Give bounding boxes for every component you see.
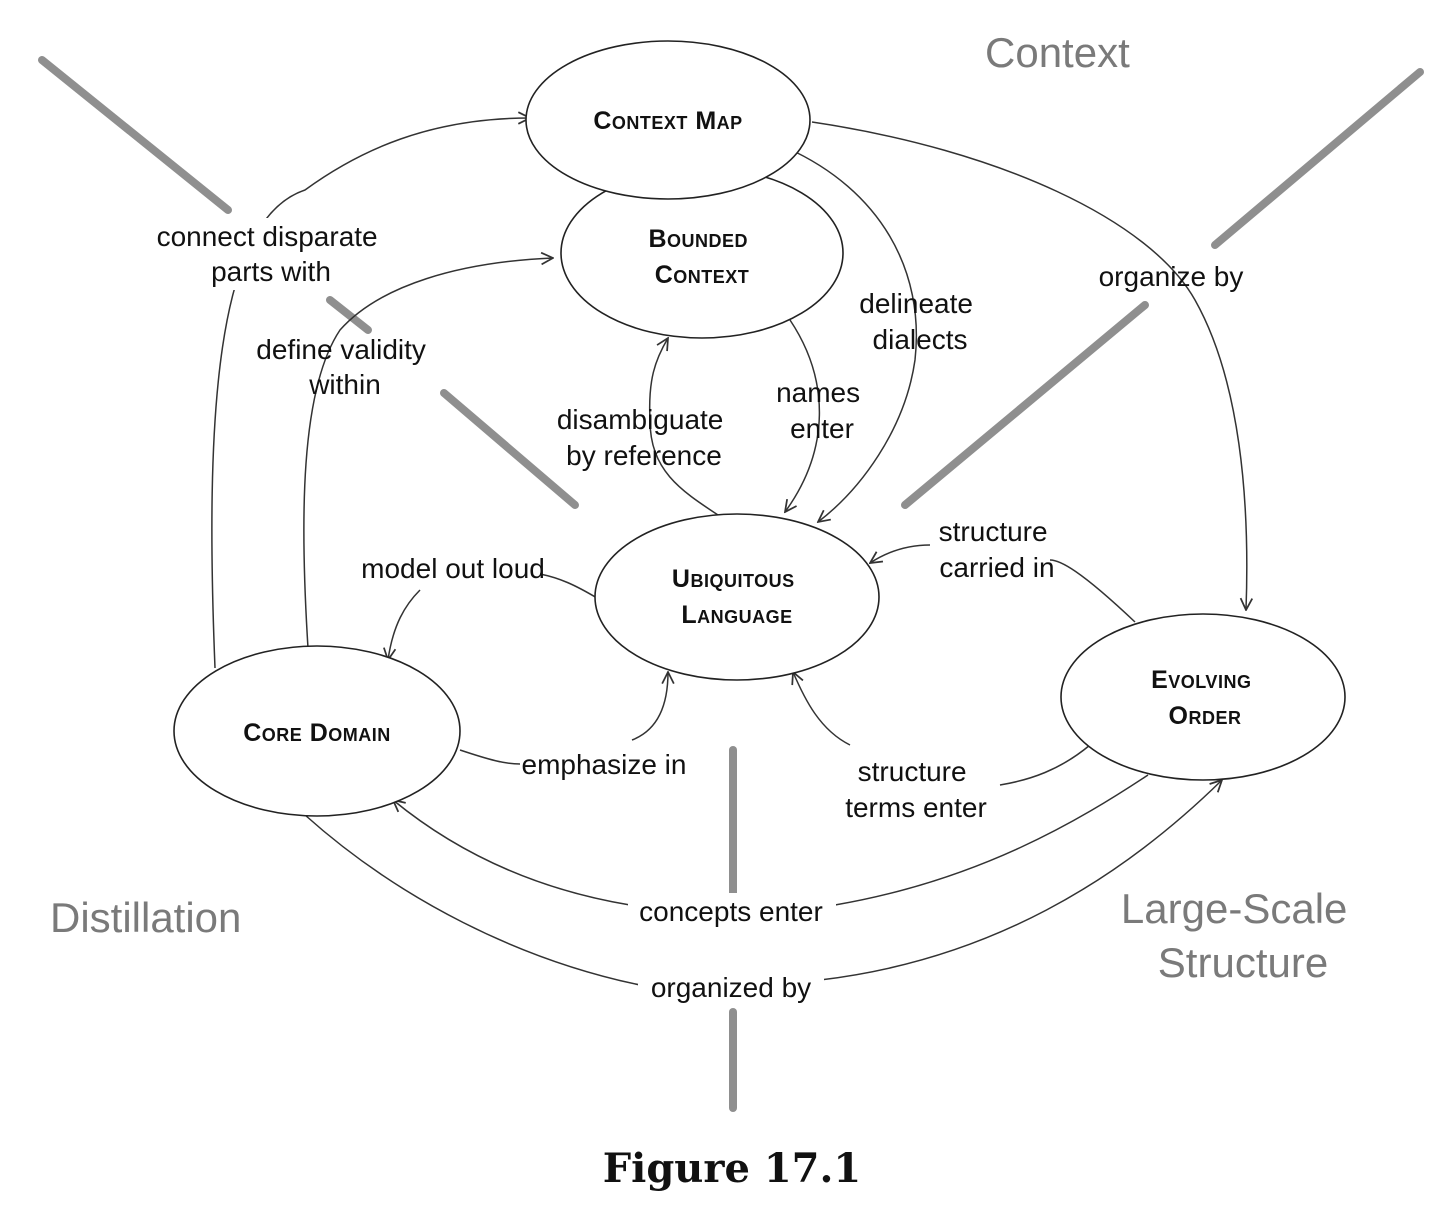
region-label-distillation: Distillation — [50, 894, 241, 941]
region-label-context: Context — [985, 29, 1130, 76]
node-bounded-context-label: Bounded Context — [648, 225, 755, 289]
divider-left-middle — [326, 296, 372, 334]
edge-label-model-out-loud: model out loud — [361, 553, 545, 584]
edge-connect-disparate-parts — [211, 118, 530, 669]
node-core-domain-shape — [173, 645, 461, 817]
edge-organized-by — [304, 780, 1222, 986]
edge-label-concepts-enter: concepts enter — [639, 896, 823, 927]
edge-label-backgrounds — [148, 218, 836, 1004]
edge-label-names-enter: names enter — [776, 377, 868, 444]
edge-label-define-validity: define validity within — [256, 334, 433, 400]
edge-define-validity — [303, 258, 553, 649]
edge-label-connect-disparate: connect disparate parts with — [157, 221, 386, 287]
figure-caption: Figure 17.1 — [603, 1145, 862, 1192]
node-evolving-order-label: Evolving Order — [1151, 666, 1259, 730]
node-evolving-order-shape — [1060, 613, 1346, 781]
edge-delineate-dialects — [786, 147, 918, 522]
edge-label-structure-carried-in: structure carried in — [939, 516, 1056, 583]
edge-label-organize-by: organize by — [1099, 261, 1244, 292]
node-context-map-shape — [525, 40, 811, 200]
edge-label-disambiguate: disambiguate by reference — [557, 404, 731, 471]
edge-concepts-enter — [393, 774, 1149, 906]
edge-organize-by — [811, 121, 1247, 610]
region-label-large-scale-structure: Large-Scale Structure — [1121, 885, 1359, 986]
edge-structure-terms-enter — [793, 672, 1091, 786]
node-bounded-context: Bounded Context — [560, 167, 844, 339]
node-evolving-order: Evolving Order — [1060, 613, 1346, 781]
relationship-edges — [211, 118, 1247, 986]
label-bg-organized-by — [638, 968, 824, 1004]
node-context-map-label: Context Map — [593, 107, 742, 135]
edge-label-emphasize-in: emphasize in — [522, 749, 687, 780]
node-core-domain: Core Domain — [173, 645, 461, 817]
node-core-domain-label: Core Domain — [243, 719, 391, 747]
edge-label-organized-by: organized by — [651, 972, 811, 1003]
node-ubiquitous-language-label: Ubiquitous Language — [672, 565, 802, 629]
divider-right-upper — [1211, 68, 1424, 249]
divider-left-upper — [38, 56, 232, 214]
node-ubiquitous-language-shape — [594, 513, 880, 681]
label-bg-concepts-enter — [628, 893, 836, 927]
edge-model-out-loud — [388, 573, 598, 660]
node-context-map: Context Map — [525, 40, 811, 200]
region-dividers — [38, 56, 1424, 1112]
node-ubiquitous-language: Ubiquitous Language — [594, 513, 880, 681]
edge-structure-carried-in — [870, 544, 1136, 623]
divider-left-lower — [440, 389, 579, 509]
edge-label-structure-terms-enter: structure terms enter — [845, 756, 987, 823]
edge-names-enter — [785, 319, 821, 512]
edge-disambiguate — [648, 338, 719, 516]
divider-right-lower — [901, 301, 1149, 509]
edge-emphasize-in — [459, 672, 668, 765]
label-bg-connect-disparate — [148, 218, 394, 290]
edge-label-delineate-dialects: delineate dialects — [859, 288, 980, 355]
